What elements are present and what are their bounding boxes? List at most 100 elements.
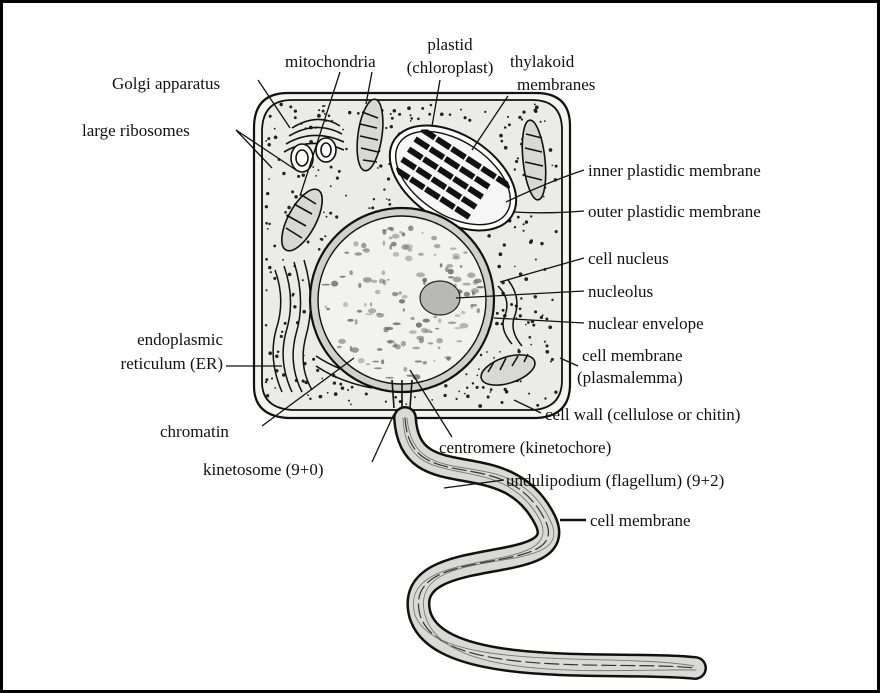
ribosome-dot (536, 404, 539, 407)
label-kinetosome: kinetosome (9+0) (203, 459, 324, 480)
ribosome-dot (455, 398, 457, 400)
ribosome-dot (519, 314, 522, 317)
ribosome-dot (275, 355, 279, 359)
ribosome-dot (421, 107, 424, 110)
ribosome-dot (266, 192, 269, 195)
ribosome-dot (466, 387, 468, 389)
ribosome-dot (440, 113, 444, 117)
ribosome-dot (333, 381, 336, 384)
ribosome-dot (490, 391, 492, 393)
ribosome-dot (523, 223, 525, 225)
ribosome-dot (532, 324, 535, 327)
chromatin-granule (393, 252, 399, 257)
ribosome-dot (322, 105, 324, 107)
ribosome-dot (555, 165, 558, 168)
ribosome-dot (508, 123, 511, 126)
chromatin-granule (385, 377, 394, 379)
ribosome-dot (281, 331, 283, 333)
ribosome-dot (274, 387, 276, 389)
chromatin-granule (383, 327, 388, 333)
ribosome-dot (520, 297, 522, 299)
ribosome-dot (497, 265, 501, 269)
ribosome-dot (480, 354, 482, 356)
chromatin-granule (402, 295, 408, 299)
ribosome-dot (307, 241, 310, 244)
ribosome-dot (501, 401, 504, 404)
ribosome-dot (517, 216, 520, 219)
chromatin-granule (350, 271, 353, 276)
ribosome-dot (302, 310, 306, 314)
ribosome-dot (273, 277, 276, 280)
ribosome-dot (517, 157, 519, 159)
ribosome-dot (534, 310, 537, 313)
ribosome-dot (478, 404, 482, 408)
chromatin-granule (454, 327, 462, 329)
ribosome-dot (302, 174, 305, 177)
ribosome-dot (460, 109, 462, 111)
ribosome-dot (515, 160, 518, 163)
ribosome-dot (487, 234, 490, 237)
ribosome-dot (499, 134, 503, 138)
ribosome-dot (530, 344, 532, 346)
ribosome-dot (279, 103, 282, 106)
ribosome-dot (525, 324, 527, 326)
ribosome-dot (500, 140, 503, 143)
ribosome-dot (487, 395, 490, 398)
ribosome-dot (379, 164, 382, 167)
chromatin-granule (431, 236, 437, 241)
chromatin-granule (361, 243, 366, 249)
chromatin-granule (418, 253, 424, 256)
chromatin-granule (357, 310, 362, 313)
ribosome-dot (545, 350, 549, 354)
ribosome-dot (465, 373, 467, 375)
ribosome-dot (323, 211, 325, 213)
ribosome-dot (394, 396, 397, 399)
ribosome-dot (430, 104, 433, 107)
label-nucleolus: nucleolus (588, 281, 653, 302)
chromatin-granule (412, 347, 420, 350)
chromatin-granule (403, 308, 405, 311)
label-endoplasmic: endoplasmic (60, 329, 223, 350)
label-large-ribosomes: large ribosomes (82, 120, 190, 141)
chromatin-granule (350, 346, 353, 352)
ribosome-dot (544, 341, 546, 343)
ribosome-dot (472, 382, 474, 384)
ribosome-dot (324, 105, 326, 107)
ribosome-dot (326, 216, 328, 218)
chromatin-granule (355, 319, 358, 325)
chromatin-granule (392, 234, 400, 239)
ribosome-dot (341, 386, 345, 390)
label-centromere: centromere (kinetochore) (439, 437, 611, 458)
ribosome-dot (428, 113, 431, 116)
ribosome-dot (302, 279, 304, 281)
chromatin-granule (433, 316, 437, 319)
ribosome-dot (514, 226, 516, 228)
chromatin-granule (421, 232, 423, 234)
ribosome-dot (267, 228, 269, 230)
ribosome-dot (265, 205, 268, 208)
ribosome-dot (505, 390, 509, 394)
ribosome-dot (385, 401, 387, 403)
ribosome-dot (464, 393, 466, 395)
ribosome-dot (414, 396, 416, 398)
chromatin-granule (445, 267, 449, 272)
ribosome-dot (405, 403, 407, 405)
ribosome-dot (324, 235, 326, 237)
ribosome-dot (365, 392, 368, 395)
chromatin-granule (408, 226, 414, 232)
ribosome-dot (322, 110, 325, 113)
ribosome-dot (271, 377, 273, 379)
ribosome-dot (417, 117, 420, 120)
chromatin-granule (472, 291, 475, 295)
chromatin-granule (365, 313, 372, 315)
ribosome-dot (330, 185, 332, 187)
chromatin-granule (390, 227, 394, 231)
ribosome-dot (386, 198, 388, 200)
ribosome-dot (544, 120, 546, 122)
chromatin-granule (324, 305, 327, 308)
label-chromatin: chromatin (160, 421, 229, 442)
ribosome-dot (444, 384, 447, 387)
ribosome-dot (368, 207, 370, 209)
ribosome-dot (329, 212, 332, 215)
ribosome-dot (307, 394, 309, 396)
